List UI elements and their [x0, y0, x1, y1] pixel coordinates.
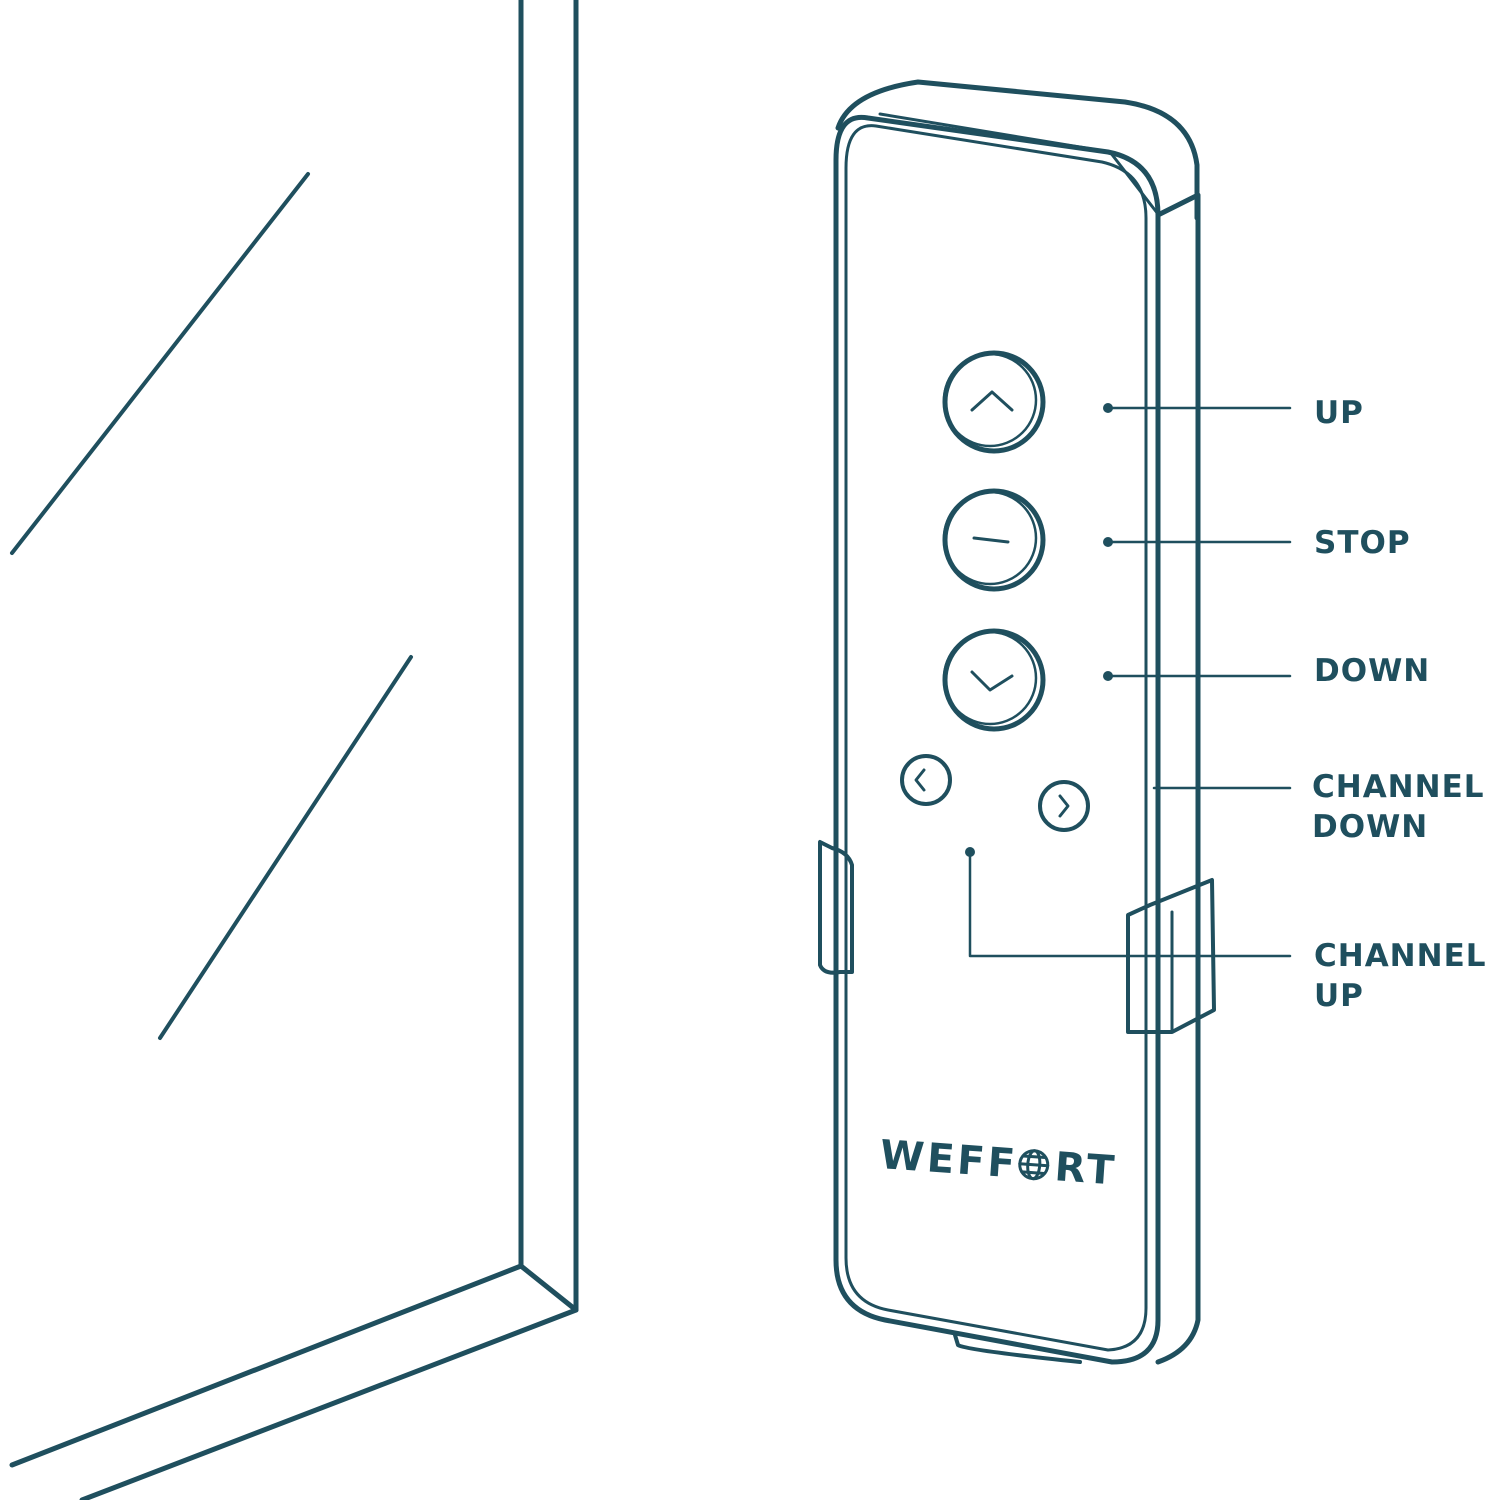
remote-outer-shell	[833, 114, 1161, 1365]
label-up: UP	[1314, 393, 1364, 433]
stop-button[interactable]	[942, 488, 1046, 592]
remote-bottom-foot	[953, 1333, 1082, 1364]
label-stop-text: STOP	[1314, 525, 1411, 561]
label-up-text: UP	[1314, 395, 1364, 431]
remote-body	[818, 79, 1216, 1365]
stop-line-icon	[972, 536, 1010, 544]
label-stop: STOP	[1314, 523, 1411, 563]
label-down: DOWN	[1314, 651, 1430, 691]
label-channel-up-line1: CHANNEL	[1314, 938, 1487, 974]
up-button[interactable]	[942, 350, 1046, 454]
label-down-text: DOWN	[1314, 653, 1431, 689]
frame-sill-inner	[9, 1263, 524, 1468]
chevron-left-icon	[914, 768, 926, 792]
label-channel-down-line2: DOWN	[1312, 809, 1429, 845]
remote-inner-face	[844, 124, 1148, 1352]
remote-top-ridge-2	[1108, 150, 1160, 216]
brand-logo: WEFFORT	[878, 1132, 1118, 1194]
label-channel-down: CHANNEL DOWN	[1312, 767, 1485, 847]
frame-corner-bevel	[518, 1263, 579, 1313]
glass-reflection-lower	[158, 655, 413, 1040]
callout-leaders	[968, 406, 1292, 958]
dot-channel-up	[965, 847, 975, 857]
chevron-down-icon	[970, 670, 1014, 692]
leader-channel-up	[968, 850, 1292, 958]
remote-top-edge	[835, 79, 1200, 221]
channel-up-button[interactable]	[1038, 780, 1090, 832]
dot-down	[1103, 671, 1113, 681]
label-channel-up: CHANNEL UP	[1314, 936, 1487, 1016]
remote-buttons	[900, 350, 1090, 832]
dot-up	[1103, 403, 1113, 413]
globe-icon	[1018, 1149, 1050, 1181]
holder-clip-right	[1126, 878, 1216, 1034]
channel-down-button[interactable]	[900, 754, 952, 806]
holder-clip-left	[818, 840, 854, 975]
dot-stop	[1103, 537, 1113, 547]
chevron-right-icon	[1058, 794, 1070, 818]
remote-side-slab	[1155, 192, 1201, 1365]
brand-logo-text: WEFFORT	[878, 1132, 1118, 1194]
frame-sill-outer	[79, 1307, 579, 1500]
window-frame	[9, 0, 579, 1500]
label-channel-up-line2: UP	[1314, 978, 1364, 1014]
glass-reflection-upper	[10, 172, 310, 555]
chevron-up-icon	[970, 390, 1014, 412]
down-button[interactable]	[942, 628, 1046, 732]
callout-dots	[965, 403, 1113, 857]
label-channel-down-line1: CHANNEL	[1312, 769, 1485, 805]
